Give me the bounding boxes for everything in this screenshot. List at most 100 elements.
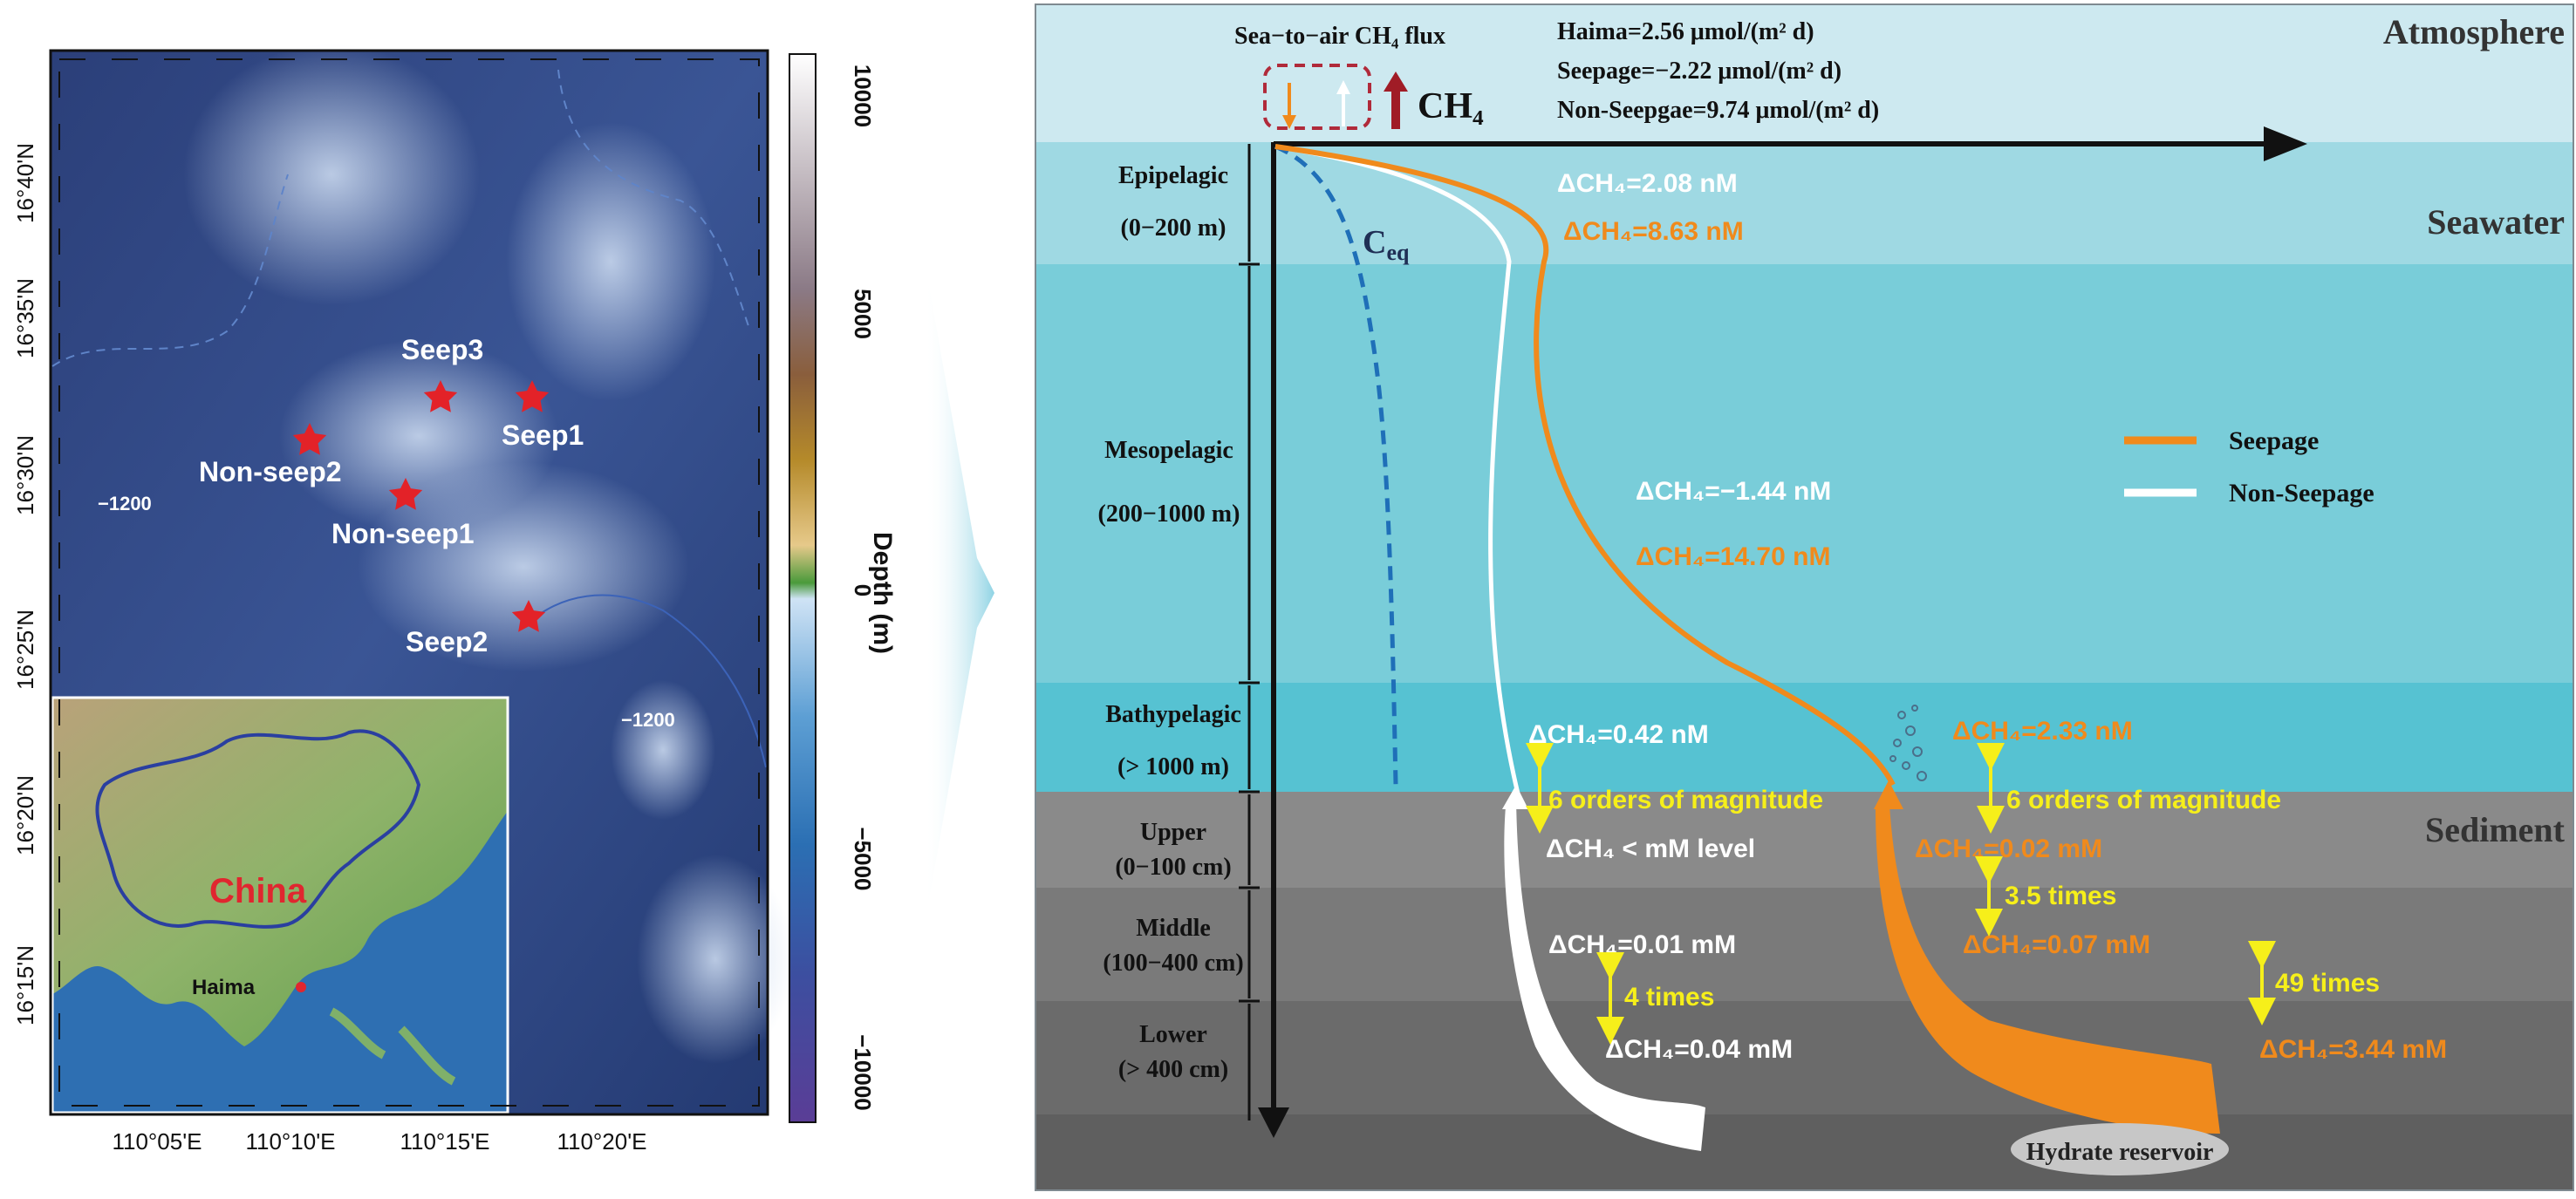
- map-contour: [557, 69, 751, 332]
- site-label-seep2: Seep2: [406, 626, 488, 657]
- sediment-lower-band: [1035, 1001, 2573, 1114]
- legend-label-nonseepage: Non-Seepage: [2229, 479, 2374, 508]
- lat-tick-label: 16°40'N: [12, 143, 38, 223]
- site-markers: [292, 380, 550, 632]
- comparison-arrows: [1526, 743, 2276, 1045]
- mesopelagic-name: Mesopelagic: [1104, 437, 1233, 464]
- contour-label: −1200: [98, 493, 152, 514]
- colorbar-tick: 0: [850, 584, 876, 596]
- star-seep3: [423, 380, 458, 412]
- mesopelagic-band: [1035, 264, 2573, 683]
- lon-tick-label: 110°20'E: [557, 1128, 646, 1155]
- epipelagic-name: Epipelagic: [1118, 162, 1228, 189]
- map-contour: [523, 594, 767, 768]
- flux-arrowhead-ch4: [1384, 72, 1408, 92]
- site-label-seep3: Seep3: [401, 334, 483, 365]
- map-frame-inner: [58, 58, 760, 1107]
- middle-range: (100−400 cm): [1103, 950, 1243, 977]
- epi-seepage-delta: ΔCH₄=8.63 nM: [1563, 217, 1744, 246]
- colorbar-tick: −10000: [850, 1034, 876, 1110]
- star-nonseep2: [292, 423, 327, 455]
- colorbar-tick: 10000: [850, 65, 876, 127]
- bathypelagic-range: (> 1000 m): [1117, 753, 1229, 780]
- transition-arrow: [925, 262, 994, 924]
- colorbar-tick: 5000: [850, 289, 876, 339]
- bathypelagic-band: [1035, 683, 2573, 792]
- seepage-profile: [1274, 144, 1896, 787]
- upper-seepage-delta: ΔCH₄=0.02 mM: [1915, 835, 2102, 863]
- depth-axis-arrowhead: [1258, 1107, 1289, 1138]
- seepage-sediment-flow: [1876, 789, 2220, 1134]
- colorbar-tick: −5000: [850, 827, 876, 890]
- inset-islands: [329, 1007, 456, 1086]
- flux-arrowhead-seepage: [1282, 115, 1296, 129]
- legend: Seepage Non-Seepage: [2124, 426, 2374, 508]
- sediment-label: Sediment: [2425, 810, 2566, 849]
- middle-seepage-delta: ΔCH₄=0.07 mM: [1963, 930, 2150, 959]
- sediment-upper-band: [1035, 792, 2573, 888]
- process-diagram: Atmosphere Seawater Sediment Epipelagic …: [1035, 3, 2574, 1191]
- lat-tick-label: 16°30'N: [12, 435, 38, 515]
- longitude-axis: 110°05'E 110°10'E 110°15'E 110°20'E: [112, 1128, 646, 1155]
- map-contour: [51, 174, 289, 367]
- map-ridge-feature: [183, 44, 480, 305]
- hydrate-reservoir: [2011, 1123, 2229, 1175]
- concentration-axis-arrowhead: [2264, 126, 2307, 161]
- flux-arrowhead-nonseepage: [1336, 80, 1350, 94]
- lower-name: Lower: [1139, 1021, 1207, 1048]
- middle-name: Middle: [1136, 915, 1211, 942]
- map-ridge-feature: [358, 462, 689, 671]
- flux-haima: Haima=2.56 μmol/(m² d): [1557, 18, 1814, 45]
- map-ridge-feature: [611, 680, 715, 820]
- orders-label-seepage: 6 orders of magnitude: [2006, 786, 2281, 814]
- delta-labels: ΔCH₄=2.08 nM ΔCH₄=8.63 nM ΔCH₄=−1.44 nM …: [1528, 169, 2447, 1064]
- inset-country-label: China: [209, 872, 307, 910]
- flux-nonseepage: Non-Seepgae=9.74 μmol/(m² d): [1557, 97, 1879, 124]
- factor49-label: 49 times: [2275, 969, 2380, 998]
- map-frame: [49, 49, 769, 1116]
- contour-label: −1200: [621, 709, 675, 731]
- ceq-label: Ceq: [1363, 224, 1410, 265]
- flux-seepage: Seepage=−2.22 μmol/(m² d): [1557, 58, 1841, 85]
- lon-tick-label: 110°10'E: [245, 1128, 335, 1155]
- orders-label-nonseepage: 6 orders of magnitude: [1548, 786, 1823, 814]
- meso-nonseepage-delta: ΔCH₄=−1.44 nM: [1636, 477, 1831, 506]
- epipelagic-range: (0−200 m): [1121, 215, 1227, 242]
- factor35-label: 3.5 times: [2005, 882, 2116, 910]
- site-label-seep1: Seep1: [502, 419, 584, 451]
- map-ridge-feature: [637, 855, 794, 1064]
- bathypelagic-name: Bathypelagic: [1105, 701, 1241, 728]
- comparison-labels: 6 orders of magnitude 6 orders of magnit…: [1548, 786, 2380, 1012]
- atmosphere-label: Atmosphere: [2383, 12, 2565, 51]
- layer-names: Epipelagic (0−200 m) Mesopelagic (200−10…: [1098, 162, 1244, 1083]
- factor4-label: 4 times: [1624, 983, 1714, 1012]
- bathy-nonseepage-delta: ΔCH₄=0.42 nM: [1528, 720, 1709, 749]
- flux-title: Sea−to−air CH₄ flux: [1234, 23, 1445, 50]
- inset-map: China Haima: [51, 696, 509, 1114]
- china-border: [95, 729, 421, 929]
- site-label-nonseep1: Non-seep1: [331, 518, 475, 549]
- nonseepage-arrowhead: [1502, 785, 1528, 809]
- lon-tick-label: 110°15'E: [400, 1128, 489, 1155]
- sediment-bottom-band: [1035, 1114, 2573, 1190]
- star-seep1: [515, 380, 550, 412]
- layer-brackets: [1239, 144, 1260, 1121]
- equilibrium-profile: [1274, 144, 1398, 786]
- star-nonseep1: [388, 478, 423, 510]
- epipelagic-band: [1035, 142, 2573, 264]
- site-label-nonseep2: Non-seep2: [199, 456, 342, 487]
- flux-box: [1263, 64, 1371, 130]
- bathy-seepage-delta: ΔCH₄=2.33 nM: [1952, 717, 2133, 746]
- upper-range: (0−100 cm): [1115, 854, 1231, 881]
- nonseepage-profile: [1274, 144, 1520, 794]
- lon-tick-label: 110°05'E: [112, 1128, 202, 1155]
- diagram-frame: [1035, 3, 2574, 1191]
- middle-nonseepage-delta: ΔCH₄=0.01 mM: [1548, 930, 1736, 959]
- lat-tick-label: 16°15'N: [12, 945, 38, 1025]
- inset-land: [52, 698, 508, 1046]
- colorbar-gradient: [789, 53, 817, 1123]
- upper-name: Upper: [1140, 819, 1206, 846]
- hydrate-label: Hydrate reservoir: [2026, 1139, 2214, 1166]
- mesopelagic-range: (200−1000 m): [1098, 501, 1240, 528]
- lat-tick-label: 16°20'N: [12, 775, 38, 855]
